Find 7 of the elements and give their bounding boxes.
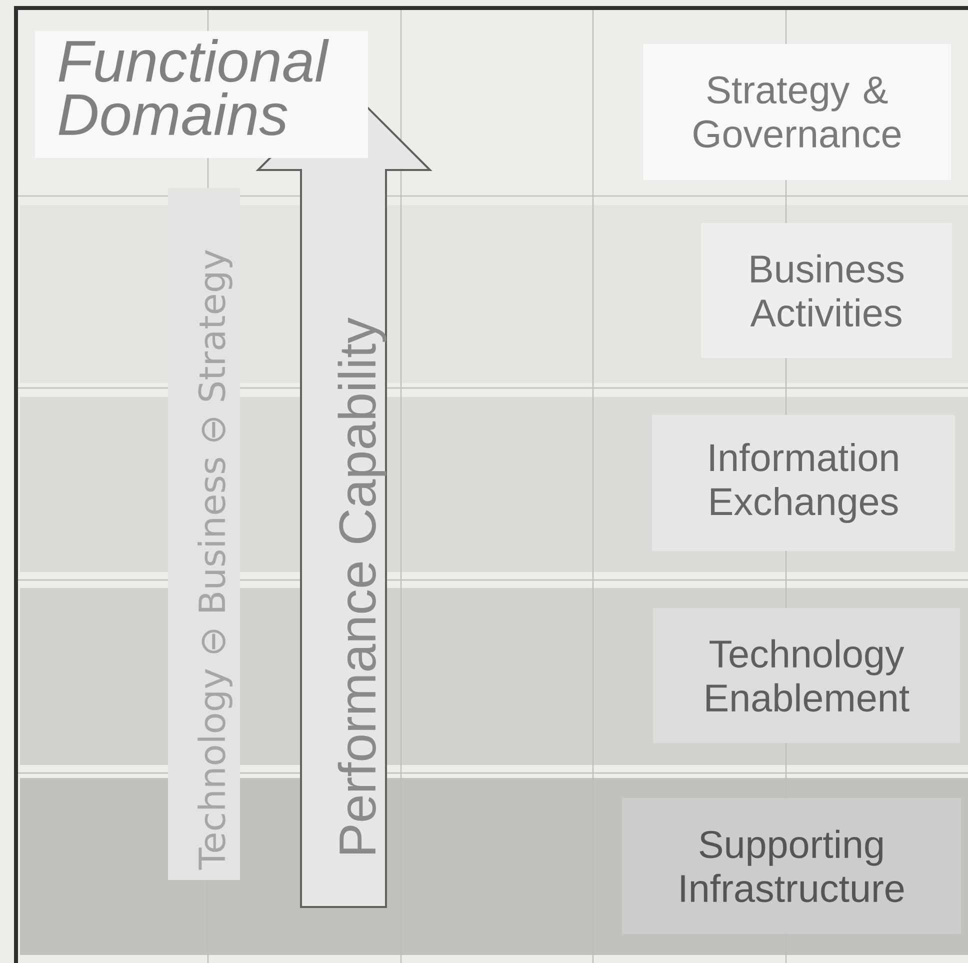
title-box: Functional Domains [34,31,368,158]
label-box: Technology Enablement [653,608,960,743]
label-box: Information Exchanges [652,415,955,551]
vertical-label: Technology ⊖ Business ⊖ Strategy [168,188,240,880]
label-box: Supporting Infrastructure [622,798,961,934]
label-box: Business Activities [701,223,952,358]
label-box: Strategy & Governance [643,44,951,180]
